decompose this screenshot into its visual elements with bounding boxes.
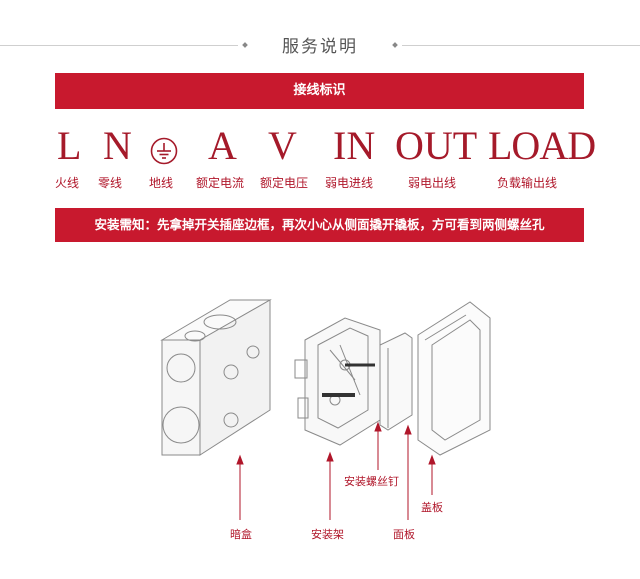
- symbol-l: L: [57, 123, 82, 168]
- section-header: 服务说明: [0, 28, 640, 64]
- symbol-a: A: [208, 123, 237, 168]
- label-mount-screw: 安装螺丝钉: [344, 475, 399, 488]
- divider-left: [0, 45, 238, 46]
- label-mount-frame: 安装架: [311, 528, 344, 541]
- symbol-in: IN: [333, 123, 376, 168]
- symbol-load: LOAD: [488, 123, 596, 168]
- caption-out: 弱电出线: [408, 176, 457, 190]
- wiring-label-bar: 接线标识: [55, 73, 584, 109]
- label-cover: 盖板: [421, 501, 443, 514]
- dark-box-drawing: [160, 299, 272, 456]
- symbol-v: V: [268, 123, 297, 168]
- ground-symbol-icon: [150, 130, 178, 174]
- wiring-label-text: 接线标识: [293, 83, 346, 98]
- page-title: 服务说明: [282, 37, 358, 57]
- cover-drawing: [417, 301, 491, 456]
- install-note-bar: 安装需知：先拿掉开关插座边框，再次小心从侧面撬开撬板，方可看到两侧螺丝孔: [55, 208, 584, 242]
- symbol-out: OUT: [395, 123, 478, 168]
- caption-in: 弱电进线: [325, 176, 374, 190]
- install-note-text: 安装需知：先拿掉开关插座边框，再次小心从侧面撬开撬板，方可看到两侧螺丝孔: [94, 217, 545, 232]
- mount-frame-drawing: [294, 317, 381, 446]
- symbol-n: N: [103, 123, 132, 168]
- caption-voltage: 额定电压: [260, 176, 309, 190]
- caption-neutral: 零线: [98, 176, 123, 190]
- label-panel: 面板: [393, 528, 415, 541]
- caption-ground: 地线: [149, 176, 174, 190]
- caption-live: 火线: [55, 176, 80, 190]
- label-dark-box: 暗盒: [230, 528, 252, 541]
- caption-current: 额定电流: [196, 176, 245, 190]
- caption-load: 负载输出线: [497, 176, 558, 190]
- panel-drawing: [379, 332, 413, 431]
- divider-right: [402, 45, 640, 46]
